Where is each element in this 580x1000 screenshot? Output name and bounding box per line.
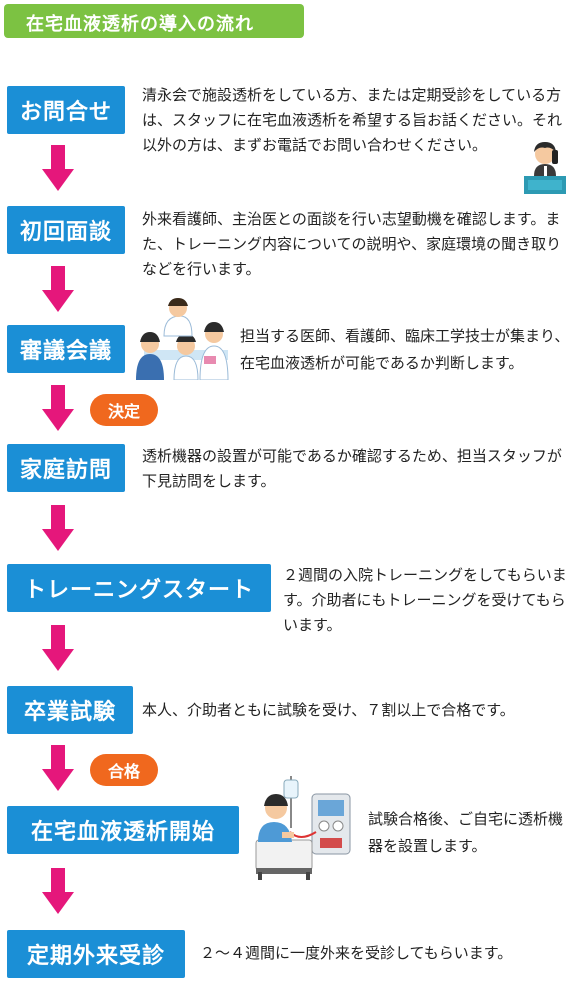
step-home-visit-desc: 透析機器の設置が可能であるか確認するため、担当スタッフが下見訪問をします。: [142, 447, 562, 490]
meeting-staff-illustration: [134, 296, 232, 381]
step-deliberation-meeting-desc: 担当する医師、看護師、臨床工学技士が集まり、在宅血液透析が可能であるか判断します…: [240, 327, 570, 372]
step-deliberation-meeting: 審議会議: [7, 325, 125, 373]
step-home-visit: 家庭訪問: [7, 444, 125, 492]
arrow-down-icon: [42, 266, 74, 312]
arrow-down-icon: [42, 505, 74, 551]
arrow-down-icon: [42, 745, 74, 791]
decision-badge: 決定: [90, 394, 158, 426]
page-header: 在宅血液透析の導入の流れ: [4, 4, 304, 38]
step-graduation-exam: 卒業試験: [7, 686, 133, 734]
step-regular-outpatient-desc: ２～４週間に一度外来を受診してもらいます。: [200, 944, 513, 962]
arrow-down-icon: [42, 385, 74, 431]
arrow-down-icon: [42, 868, 74, 914]
arrow-down-icon: [42, 625, 74, 671]
home-dialysis-illustration: [250, 772, 358, 882]
step-inquiry: お問合せ: [7, 86, 125, 134]
step-home-dialysis-start-desc: 試験合格後、ご自宅に透析機器を設置します。: [368, 810, 564, 855]
page-title: 在宅血液透析の導入の流れ: [26, 14, 254, 35]
pass-badge: 合格: [90, 754, 158, 786]
step-first-interview: 初回面談: [7, 206, 125, 254]
step-home-dialysis-start: 在宅血液透析開始: [7, 806, 239, 854]
phone-operator-illustration: [520, 136, 570, 196]
step-inquiry-desc: 清永会で施設透析をしている方、または定期受診をしている方は、スタッフに在宅血液透…: [142, 86, 563, 154]
step-training-start-desc: ２週間の入院トレーニングをしてもらいます。介助者にもトレーニングを受けてもらいま…: [283, 566, 567, 634]
step-training-start: トレーニングスタート: [7, 564, 271, 612]
arrow-down-icon: [42, 145, 74, 191]
step-first-interview-desc: 外来看護師、主治医との面談を行い志望動機を確認します。また、トレーニング内容につ…: [142, 210, 562, 278]
step-regular-outpatient: 定期外来受診: [7, 930, 185, 978]
step-graduation-exam-desc: 本人、介助者ともに試験を受け、７割以上で合格です。: [142, 701, 515, 719]
